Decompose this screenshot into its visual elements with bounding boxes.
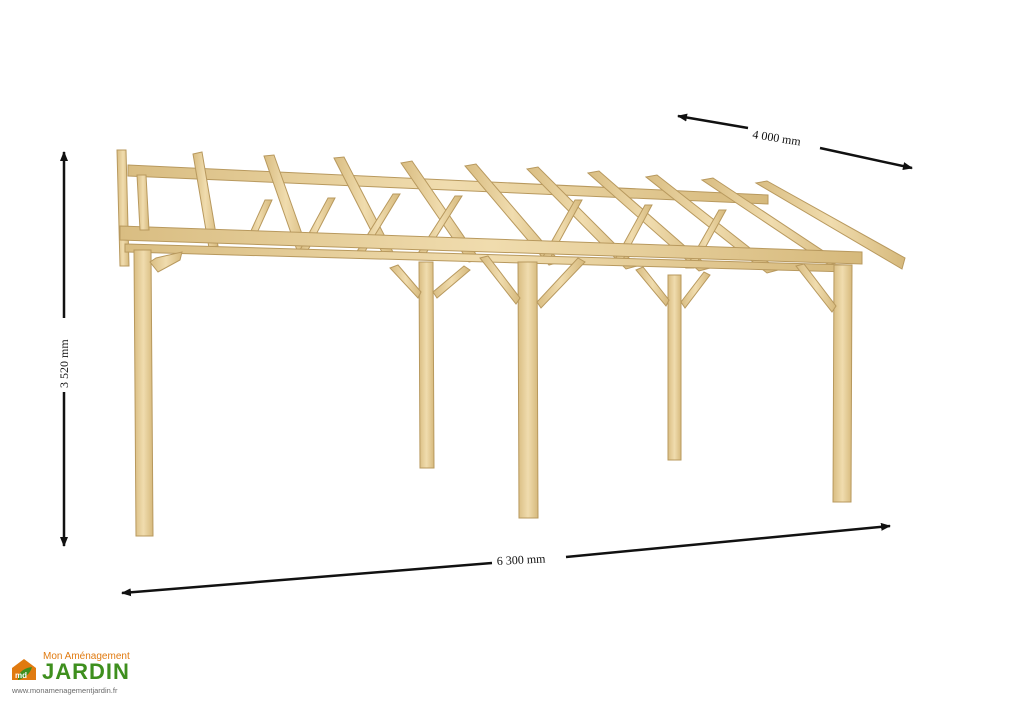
dimension-depth: 4 000 mm [677, 113, 913, 170]
knee-brace-2 [389, 264, 422, 299]
knee-brace-4 [479, 255, 521, 305]
depth-arrow-left [677, 113, 749, 130]
post-front-left [133, 249, 154, 537]
width-arrow-left [121, 561, 493, 597]
post-front-right [832, 264, 853, 503]
logo-brand: JARDIN [42, 659, 130, 684]
height-label: 3 520 mm [57, 339, 71, 388]
post-back-right [667, 274, 682, 461]
logo-mark-text: md [15, 671, 27, 680]
dimension-height: 3 520 mm [57, 151, 71, 547]
depth-arrow-right [819, 146, 913, 170]
knee-brace-8 [795, 263, 837, 313]
knee-brace-1 [149, 251, 183, 273]
logo-tagline: Mon Aménagement [43, 651, 130, 662]
width-arrow-right [565, 522, 891, 559]
brand-logo: md Mon Aménagement JARDIN www.monamenage… [10, 650, 140, 698]
knee-brace-3 [432, 265, 471, 299]
brace-left-top [136, 174, 150, 231]
width-label: 6 300 mm [496, 551, 546, 568]
carport-structure [116, 149, 906, 537]
rafter-2 [192, 151, 219, 249]
leaf-house-icon: md [12, 659, 36, 680]
logo-url: www.monamenagementjardin.fr [12, 686, 118, 695]
depth-label: 4 000 mm [752, 127, 803, 149]
beam-front [119, 225, 863, 265]
dimension-width: 6 300 mm [121, 522, 891, 597]
knee-brace-6 [635, 266, 670, 307]
post-front-middle [517, 261, 539, 519]
knee-brace-7 [680, 271, 711, 309]
post-back-left [418, 261, 435, 469]
knee-brace-5 [536, 257, 586, 309]
rafter-11 [754, 180, 906, 270]
